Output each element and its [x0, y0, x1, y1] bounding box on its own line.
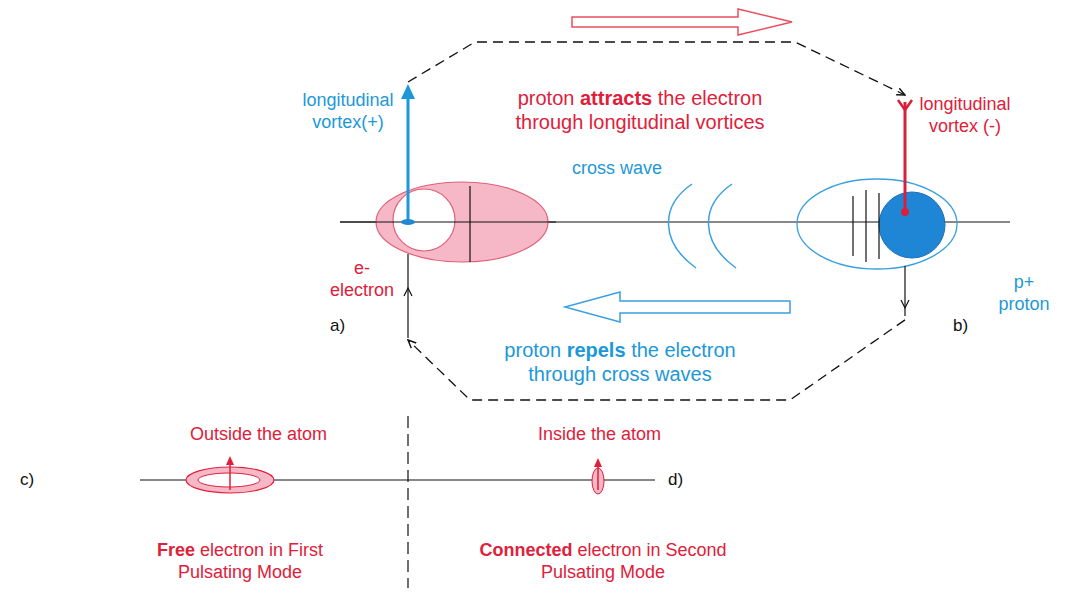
marker-line — [852, 196, 853, 256]
marker-line — [865, 190, 866, 262]
vortex-arrow — [407, 94, 410, 222]
vortex-tail — [898, 100, 912, 110]
vortex-dot — [901, 208, 909, 216]
label-text: longitudinal vortex (-) — [915, 94, 1015, 138]
hollow-arrow — [565, 292, 790, 322]
label-text: c) — [20, 470, 34, 491]
label-text: Inside the atom — [538, 424, 661, 446]
vortex-arrowhead — [401, 84, 415, 99]
label-text: a) — [330, 316, 345, 337]
emphasis-text: attracts — [580, 87, 652, 109]
spin-arrowhead — [594, 458, 602, 467]
particle-label: e- electron — [328, 258, 396, 302]
label-group: proton repels the electron through cross… — [480, 338, 760, 387]
label-text: cross wave — [572, 158, 662, 180]
particle-label: p+ proton — [993, 272, 1055, 316]
label-group: Connected electron in Second Pulsating M… — [466, 540, 740, 584]
label-text: through cross waves — [528, 363, 711, 385]
flow-line — [407, 254, 408, 338]
label-text: the electron — [631, 339, 736, 361]
hollow-arrow — [572, 9, 792, 35]
label-text: longitudinal vortex(+) — [298, 90, 398, 134]
marker-line — [469, 186, 470, 262]
label-text: proton — [504, 339, 561, 361]
marker-line — [878, 193, 879, 259]
dashed-connector — [408, 320, 905, 400]
spin-arrow — [229, 462, 231, 490]
label-text: d) — [668, 470, 683, 491]
cross-wave — [668, 184, 696, 268]
proton-core — [879, 192, 945, 258]
spin-arrowhead — [226, 456, 234, 465]
flow-chevron — [404, 288, 412, 296]
label-group: proton attracts the electron through lon… — [495, 86, 785, 135]
emphasis-text: Free — [157, 540, 195, 560]
emphasis-text: repels — [567, 339, 626, 361]
axis-line — [340, 222, 556, 223]
label-text: proton — [518, 87, 575, 109]
electron-core — [198, 473, 260, 487]
divider-line — [407, 416, 408, 588]
spin-arrow — [597, 464, 599, 490]
label-group: Free electron in First Pulsating Mode — [140, 540, 340, 584]
label-text: electron in First Pulsating Mode — [178, 540, 323, 582]
flow-chevron — [901, 300, 909, 308]
cross-wave — [708, 184, 736, 268]
dashed-connector — [408, 42, 905, 95]
vortex-dot — [401, 219, 415, 225]
label-text: b) — [953, 316, 968, 337]
vortex-arrow — [904, 102, 907, 212]
proton-shell — [797, 179, 957, 269]
label-text: Outside the atom — [190, 424, 327, 446]
particle-node: p+ proton — [790, 95, 1060, 320]
label-text: the electron — [658, 87, 763, 109]
label-text: through longitudinal vortices — [515, 111, 764, 133]
electron-core — [393, 189, 455, 251]
emphasis-text: Connected — [479, 540, 572, 560]
